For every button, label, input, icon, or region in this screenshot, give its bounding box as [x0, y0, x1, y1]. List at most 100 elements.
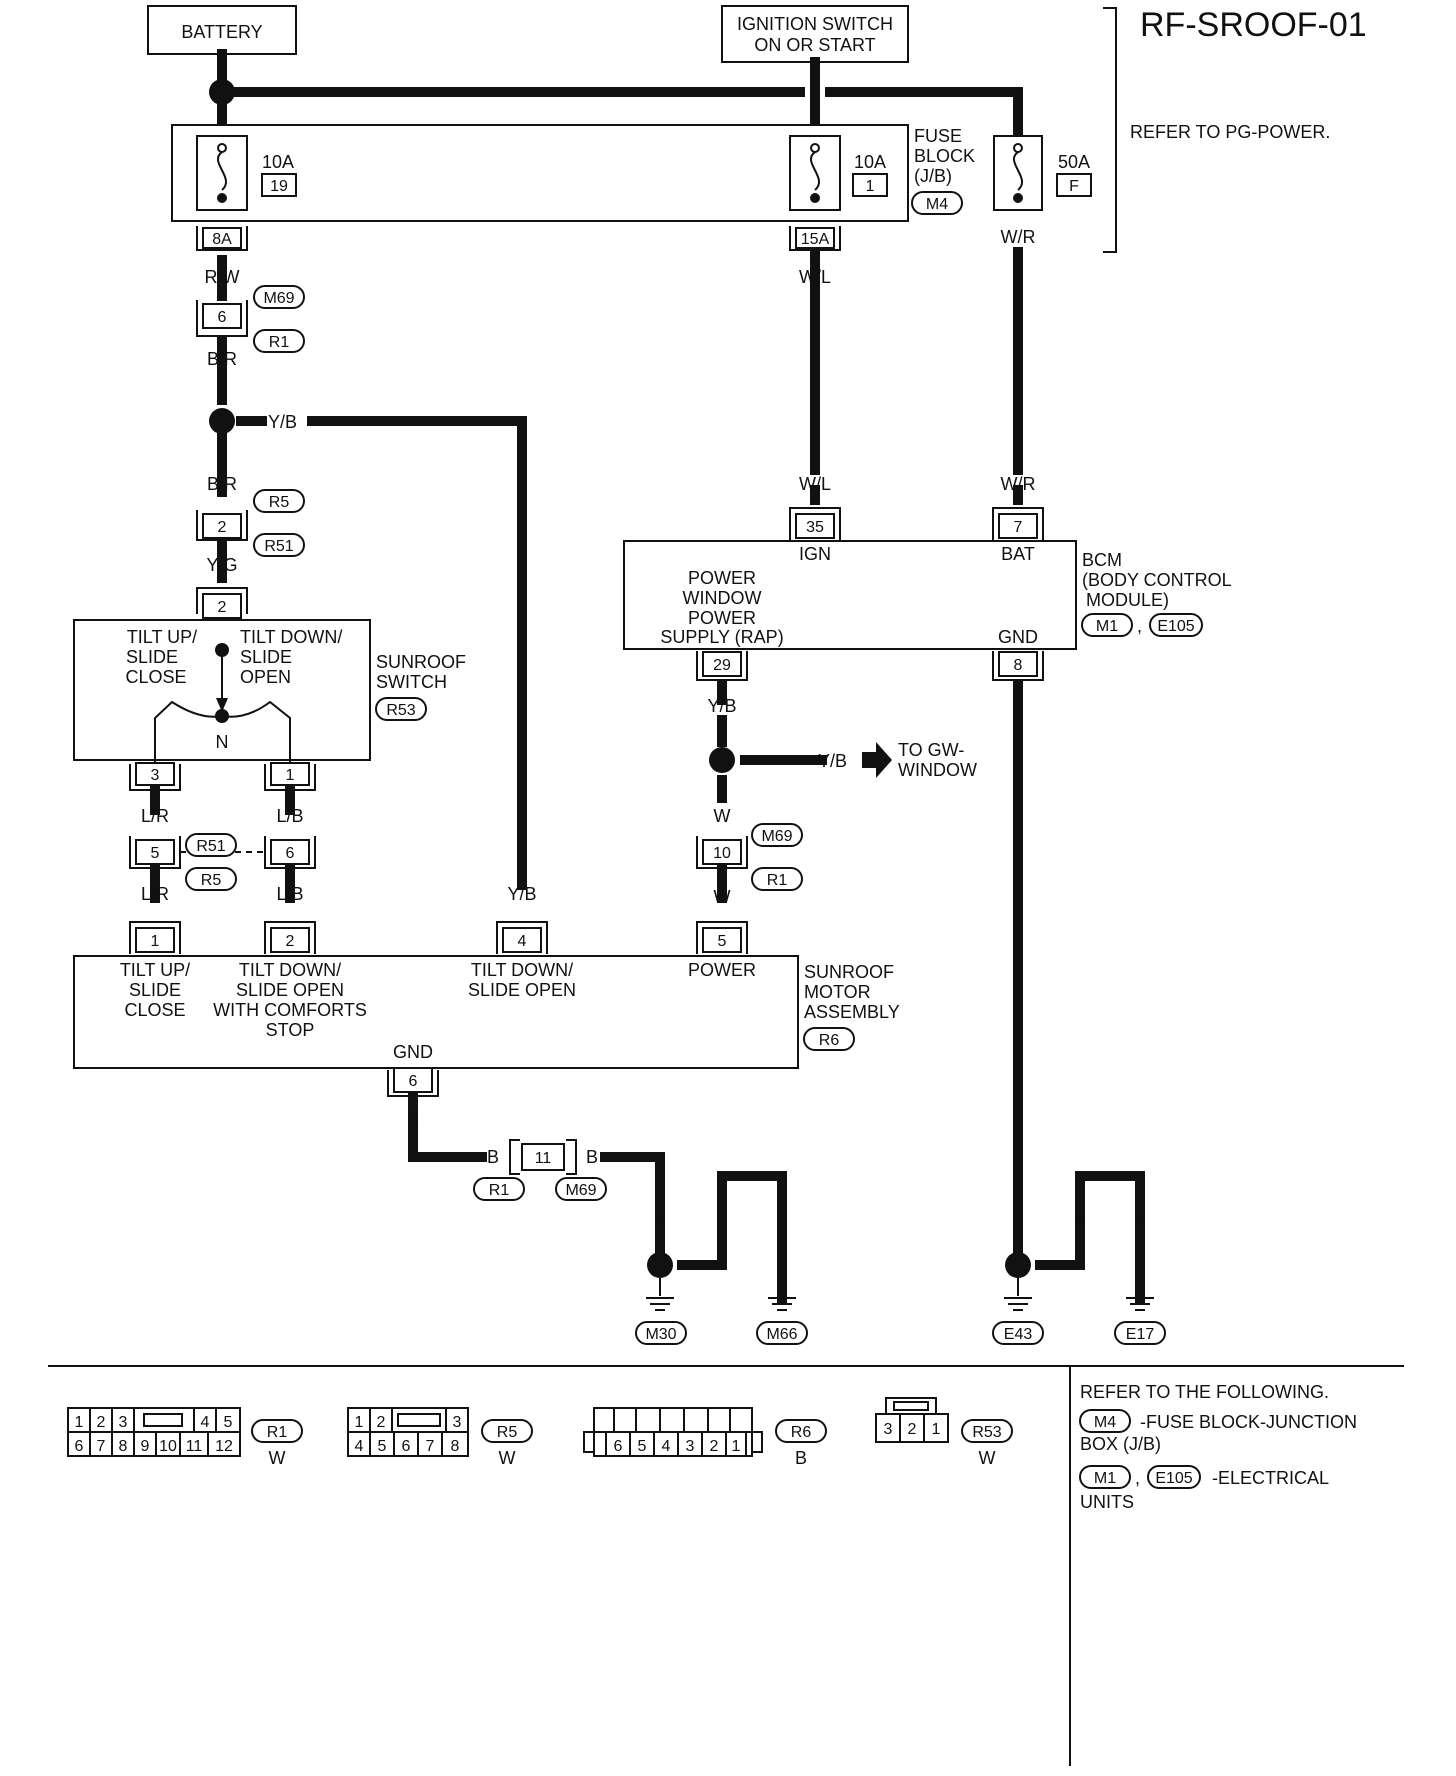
ground-symbol: M66 — [756, 1297, 808, 1345]
svg-text:50A: 50A — [1058, 152, 1090, 172]
svg-text:2: 2 — [908, 1421, 917, 1438]
wire-label: B — [1012, 1209, 1024, 1229]
wires — [150, 49, 1145, 1303]
svg-text:STOP: STOP — [266, 1020, 315, 1040]
connector-m69a: M69 — [263, 290, 294, 307]
connector-r1c: R1 — [489, 1182, 510, 1199]
svg-text:11: 11 — [535, 1150, 552, 1167]
svg-text:M66: M66 — [766, 1326, 797, 1343]
wire-label: L/B — [276, 806, 303, 826]
refer-power-text: REFER TO PG-POWER. — [1130, 122, 1330, 142]
connector-r1a: R1 — [269, 334, 290, 351]
svg-text:35: 35 — [806, 519, 824, 536]
svg-text:29: 29 — [713, 657, 731, 674]
svg-text:19: 19 — [270, 178, 288, 195]
svg-text:2: 2 — [218, 599, 227, 616]
fuse-block-label-2: BLOCK — [914, 146, 975, 166]
junction-dot — [1005, 1252, 1031, 1278]
ignition-label-2: ON OR START — [754, 35, 875, 55]
legend-r53-color: W — [979, 1448, 996, 1468]
wire-label: Y/B — [707, 696, 736, 716]
svg-text:6: 6 — [286, 845, 295, 862]
comma: , — [1137, 616, 1142, 636]
bcm-label-2: (BODY CONTROL — [1082, 570, 1232, 590]
ignition-box — [721, 5, 909, 63]
connector-pill — [481, 1419, 533, 1443]
svg-text:6: 6 — [402, 1438, 411, 1455]
svg-text:1: 1 — [932, 1421, 941, 1438]
junction-dot — [209, 79, 235, 105]
svg-text:5: 5 — [151, 845, 160, 862]
arrow-to-gw — [862, 742, 892, 778]
svg-text:TILT DOWN/: TILT DOWN/ — [239, 960, 341, 980]
connector-pill — [1079, 1465, 1131, 1489]
wire-label: B — [586, 1147, 598, 1167]
svg-text:SLIDE: SLIDE — [126, 647, 178, 667]
svg-text:5: 5 — [638, 1438, 647, 1455]
wire-label: B/R — [207, 474, 237, 494]
connector-face-r53: 3 2 1 — [875, 1397, 949, 1443]
legend-r5-name: R5 — [497, 1424, 518, 1441]
wire-label: B — [487, 1147, 499, 1167]
connector-pill — [775, 1419, 827, 1443]
svg-text:1: 1 — [75, 1414, 84, 1431]
svg-text:OPEN: OPEN — [240, 667, 291, 687]
connector-m69c: M69 — [565, 1182, 596, 1199]
connector-pill — [1079, 1409, 1131, 1433]
svg-text:10A: 10A — [854, 152, 886, 172]
connector-r5a: R5 — [269, 494, 290, 511]
wire-label: B — [407, 1108, 419, 1128]
pin-15a: 15A — [789, 226, 841, 251]
svg-text:3: 3 — [884, 1421, 893, 1438]
connector-m1: M1 — [1096, 618, 1118, 635]
legend-comma: , — [1135, 1468, 1140, 1488]
svg-text:IGN: IGN — [799, 544, 831, 564]
wire-label: W/L — [799, 474, 831, 494]
svg-text:10A: 10A — [262, 152, 294, 172]
svg-text:TILT DOWN/: TILT DOWN/ — [471, 960, 573, 980]
svg-text:F: F — [1069, 178, 1079, 195]
wire-label: W — [714, 887, 731, 907]
sunroof-switch-label-2: SWITCH — [376, 672, 447, 692]
junction-dot — [209, 408, 235, 434]
legend-units-text-1: -ELECTRICAL — [1212, 1468, 1329, 1488]
svg-text:5: 5 — [224, 1414, 233, 1431]
connector-pill — [253, 285, 305, 309]
pin-j5: 5 — [129, 836, 181, 869]
pin-8a: 8A — [196, 226, 248, 251]
ground-symbol: E17 — [1114, 1297, 1166, 1345]
svg-text:3: 3 — [453, 1414, 462, 1431]
svg-text:CLOSE: CLOSE — [124, 1000, 185, 1020]
fuse-block-label-3: (J/B) — [914, 166, 952, 186]
pin-sw1: 1 — [264, 762, 316, 791]
wire-label: Y/B — [268, 412, 297, 432]
sunroof-switch-label-1: SUNROOF — [376, 652, 466, 672]
legend-r1-color: W — [269, 1448, 286, 1468]
refer-bracket — [1103, 7, 1117, 253]
connector-pill — [1149, 613, 1203, 637]
svg-text:4: 4 — [201, 1414, 210, 1431]
svg-text:5: 5 — [718, 933, 727, 950]
legend-m1: M1 — [1094, 1470, 1116, 1487]
legend-r6-name: R6 — [791, 1424, 812, 1441]
bcm: 35 7 IGN BAT POWER WINDOW POWER SUPPLY (… — [623, 507, 1077, 681]
svg-text:TILT DOWN/: TILT DOWN/ — [240, 627, 342, 647]
svg-text:9: 9 — [141, 1438, 150, 1455]
connector-pill — [375, 697, 427, 721]
wire-label: W/R — [1001, 227, 1036, 247]
svg-text:3: 3 — [686, 1438, 695, 1455]
connector-pill — [961, 1419, 1013, 1443]
fuse-block-label-1: FUSE — [914, 126, 962, 146]
legend-r5-color: W — [499, 1448, 516, 1468]
fuse-block-connector-pill — [911, 191, 963, 215]
wire-label: B/R — [207, 349, 237, 369]
connector-m69b: M69 — [761, 828, 792, 845]
svg-text:6: 6 — [75, 1438, 84, 1455]
svg-text:TILT UP/: TILT UP/ — [127, 627, 197, 647]
svg-text:1: 1 — [286, 767, 295, 784]
wire-label: B — [716, 1209, 728, 1229]
svg-text:8A: 8A — [212, 231, 232, 248]
fuse-1: 10A 1 — [789, 135, 888, 211]
connector-pill — [185, 867, 237, 891]
svg-text:1: 1 — [151, 933, 160, 950]
